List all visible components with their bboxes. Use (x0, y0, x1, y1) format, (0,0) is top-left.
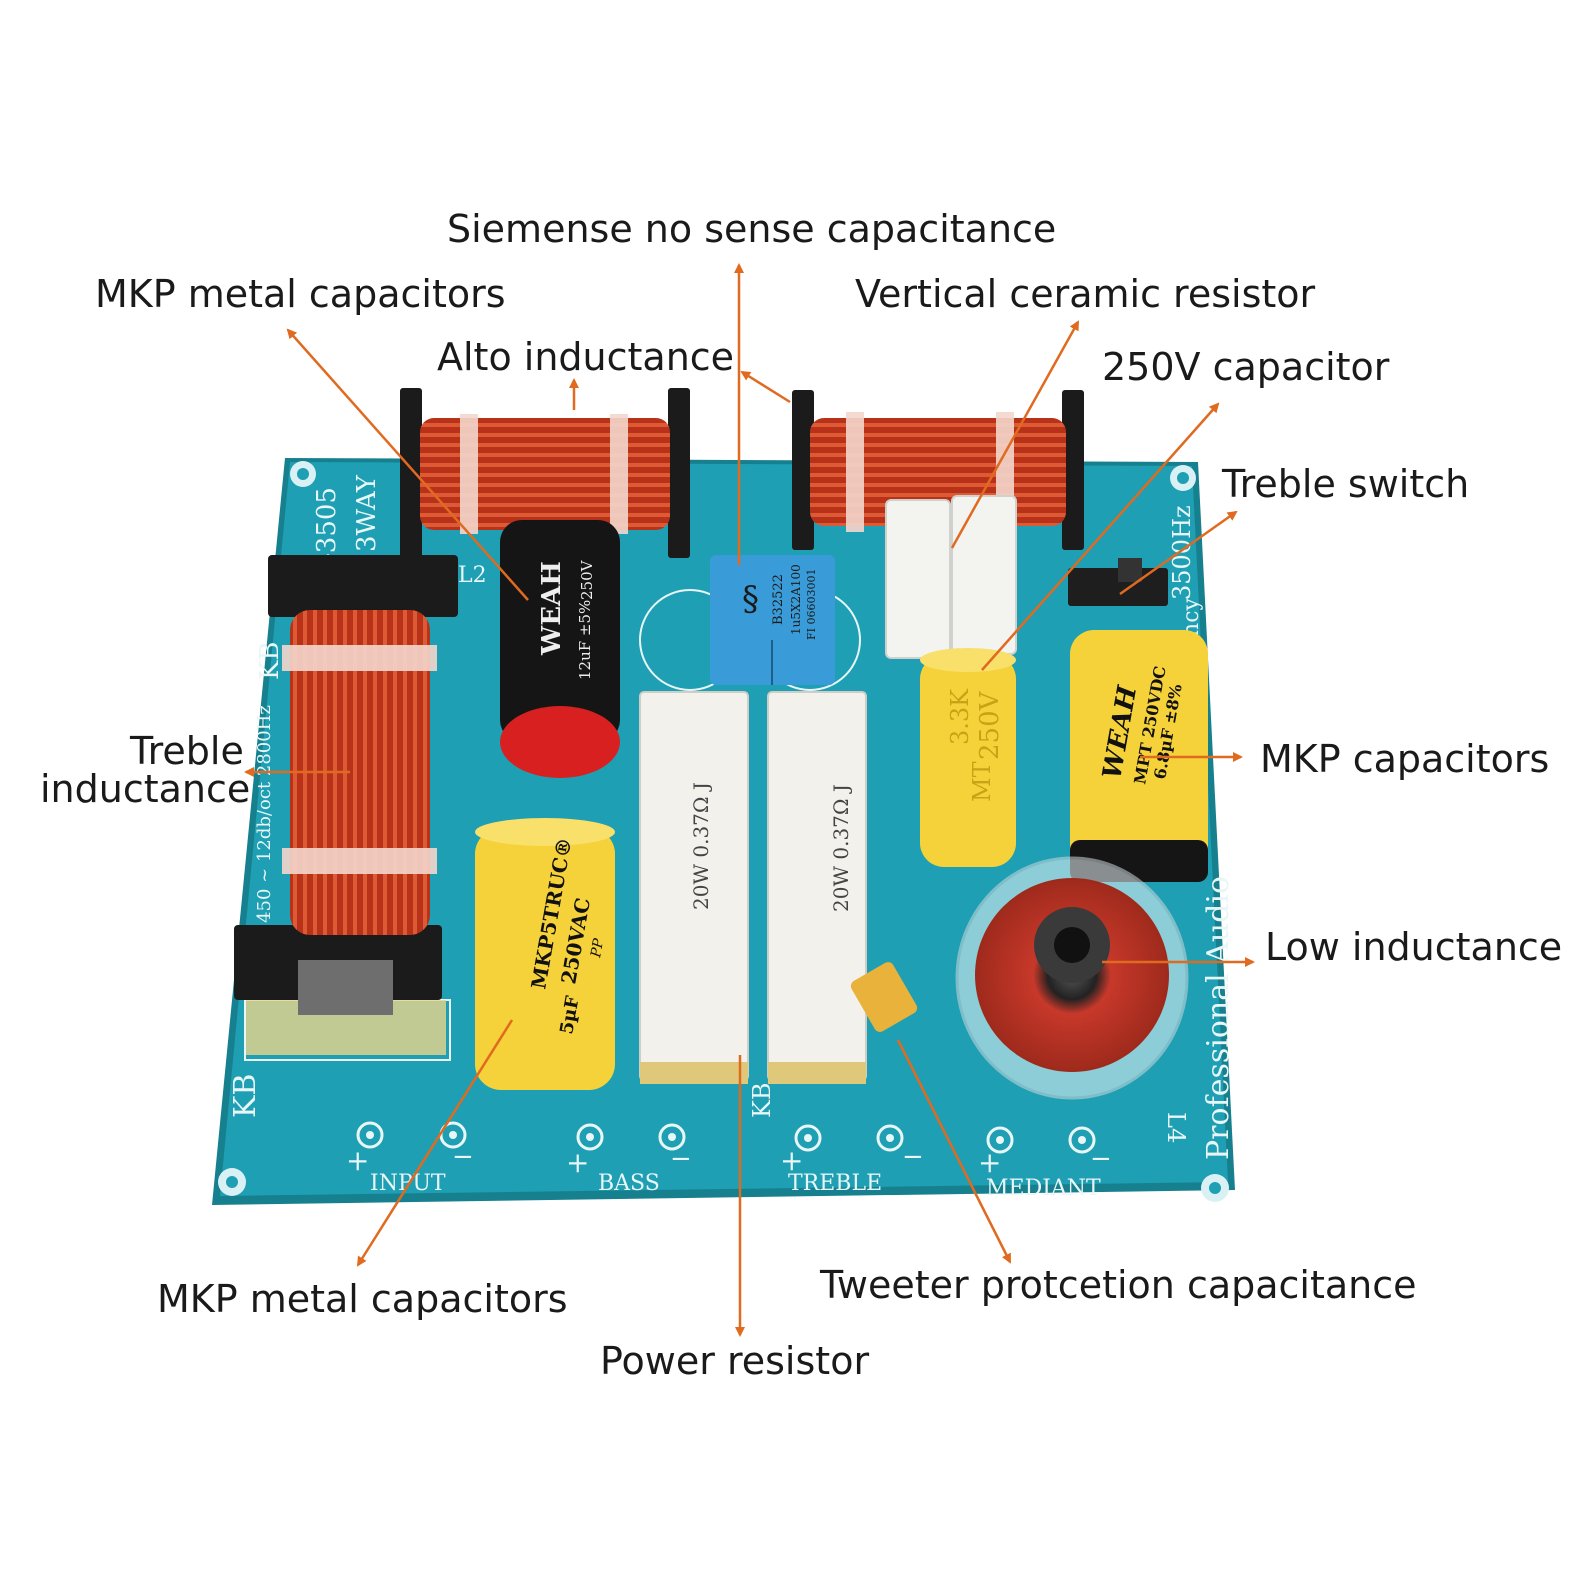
board-right-edge-print: 3500Hz (1168, 505, 1196, 600)
treble-inductor (234, 555, 458, 1055)
terminal-minus: − (902, 1142, 924, 1172)
arrow-treble-switch (1119, 510, 1238, 596)
terminal-bass: + − BASS (566, 1123, 692, 1196)
board-footer-print: Professional Audio (1201, 876, 1236, 1160)
black-weah-capacitor: WEAH 12uF ±5% 250V (500, 520, 620, 778)
terminal-mediant: + − MEDIANT (978, 1126, 1112, 1201)
cap250-value: 3.3K (946, 688, 974, 745)
label-power-resistor: Power resistor (600, 1339, 870, 1383)
cap250-type: MT (968, 761, 996, 802)
label-alto-inductance: Alto inductance (437, 335, 735, 379)
arrow-tweeter (896, 1039, 1012, 1264)
siemens-value: 1u5X2A100 (789, 564, 803, 635)
arrow-mkp-metal-top (286, 328, 529, 601)
label-mkp-metal-top: MKP metal capacitors (95, 272, 506, 316)
label-250v-capacitor: 250V capacitor (1102, 345, 1390, 389)
board-silkscreen: -3505 3WAY KB 3Ω 450 ~ 12db/oct 2800Hz K… (228, 474, 1236, 1160)
label-mkp-metal-bottom: MKP metal capacitors (157, 1277, 568, 1321)
terminal-row: + − INPUT + − BASS + − TREBLE + − MEDIAN… (346, 1121, 1112, 1201)
arrow-mkp-metal-bottom (356, 1019, 514, 1267)
arrow-alto-right (740, 370, 791, 404)
terminal-minus: − (452, 1142, 474, 1172)
weah-mpt-capacitor: WEAH MPT 250VDC 6.8µF ±8% (1070, 630, 1208, 882)
power-resistor-2: 20W 0.37Ω J (767, 691, 867, 1084)
board-l4-label: L4 (1162, 1112, 1190, 1143)
siemens-lot: FI 06603001 (805, 569, 818, 640)
label-treble-inductance-2: inductance (40, 767, 251, 811)
terminal-minus: − (1090, 1144, 1112, 1174)
callout-arrows (244, 263, 1255, 1337)
board-l2-label: L2 (458, 563, 487, 588)
label-treble-switch: Treble switch (1222, 462, 1470, 506)
mkp-left-type: PP (588, 937, 607, 960)
terminal-label: MEDIANT (986, 1176, 1101, 1201)
terminal-treble: + − TREBLE (780, 1124, 924, 1196)
label-tweeter-protection: Tweeter protcetion capacitance (820, 1263, 1417, 1307)
terminal-label: TREBLE (788, 1171, 882, 1196)
vertical-ceramic-resistors (885, 495, 1017, 659)
label-mkp-capacitors: MKP capacitors (1260, 737, 1550, 781)
terminal-plus: + (346, 1144, 369, 1177)
label-vertical-ceramic: Vertical ceramic resistor (855, 272, 1316, 316)
yellow-250v-capacitor: 3.3K 250V MT (920, 648, 1016, 867)
label-treble-inductance-1: Treble (130, 729, 244, 773)
terminal-plus: + (566, 1146, 589, 1179)
board-brand-bottom: KB (748, 1082, 776, 1118)
terminal-plus: + (780, 1144, 803, 1177)
cap250-voltage: 250V (975, 690, 1005, 760)
black-cap-brand: WEAH (537, 561, 567, 656)
board-brand-left: KB (228, 1074, 263, 1118)
siemens-logo-icon: § (742, 579, 759, 619)
board-left-edge-print: 3Ω 450 ~ 12db/oct 2800Hz (254, 705, 275, 955)
power-resistor-1: 20W 0.37Ω J (639, 691, 749, 1084)
terminal-minus: − (670, 1144, 692, 1174)
siemens-code: B32522 (771, 574, 786, 625)
arrow-vertical-ceramic (950, 320, 1080, 549)
tweeter-protection-capacitor (850, 962, 918, 1032)
label-siemens: Siemense no sense capacitance (447, 207, 1057, 251)
terminal-plus: + (978, 1146, 1001, 1179)
yellow-mkp-capacitor-left: MKP5TRUC® 250VAC 5µF PP (475, 818, 615, 1090)
power-resistor-1-rating: 20W 0.37Ω J (689, 782, 713, 910)
arrow-250v (981, 402, 1220, 671)
board-ways: 3WAY (352, 474, 382, 552)
black-cap-voltage: 250V (578, 559, 596, 600)
siemens-capacitor: § B32522 1u5X2A100 FI 06603001 (710, 555, 835, 685)
black-cap-value: 12uF ±5% (576, 600, 594, 680)
power-resistor-2-rating: 20W 0.37Ω J (829, 784, 853, 912)
low-inductance-coil (955, 856, 1189, 1100)
board-model: -3505 (312, 487, 342, 562)
terminal-label: BASS (598, 1171, 660, 1196)
label-low-inductance: Low inductance (1265, 925, 1563, 969)
board-brand-top: KB (255, 641, 285, 680)
alto-inductor (400, 388, 690, 558)
